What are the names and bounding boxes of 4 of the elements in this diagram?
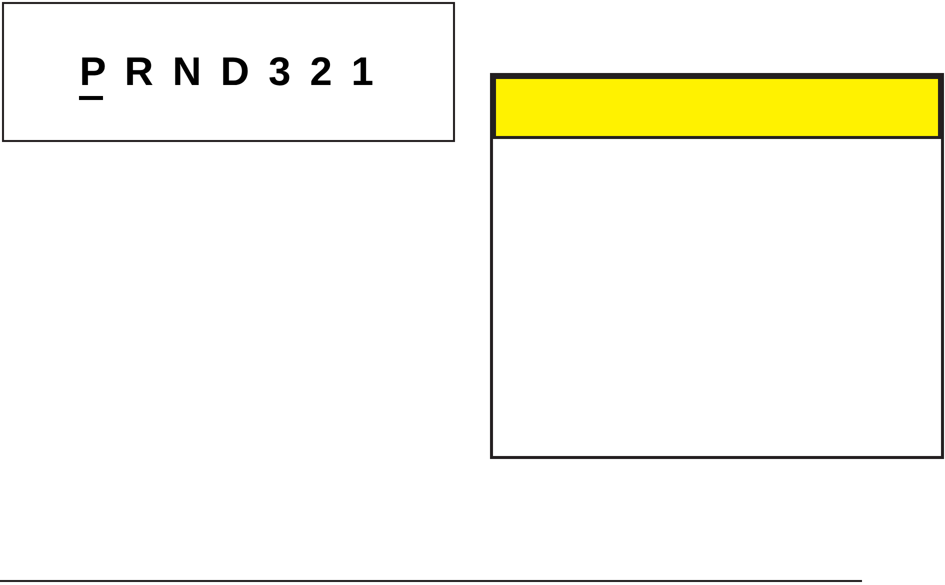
- warning-header-bar: [493, 76, 941, 139]
- gear-positions: P R N D 3 2 1: [79, 48, 378, 106]
- warning-panel: [490, 73, 944, 459]
- gear-indicator-box: [2, 2, 455, 142]
